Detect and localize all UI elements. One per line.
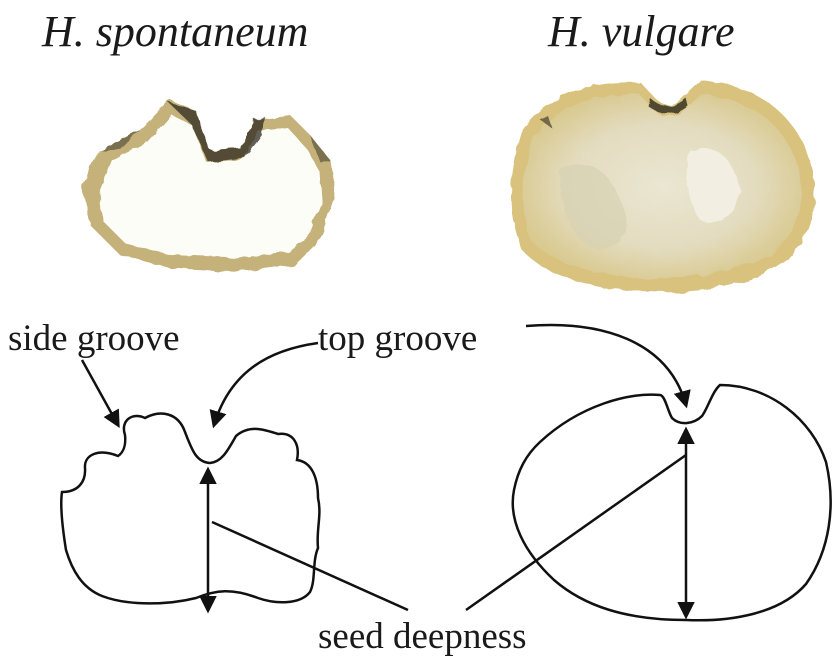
side-groove-label: side groove xyxy=(8,320,180,357)
species-label-right: H. vulgare xyxy=(548,10,735,54)
top-groove-arrow-right xyxy=(526,325,686,405)
vulgare-outline xyxy=(513,385,831,620)
vulgare-photo xyxy=(511,80,815,292)
top-groove-arrow-left xyxy=(214,343,318,425)
species-label-left: H. spontaneum xyxy=(42,10,308,54)
top-groove-label: top groove xyxy=(318,320,477,357)
spontaneum-outline xyxy=(61,414,319,604)
spontaneum-photo xyxy=(82,100,335,272)
deepness-leader-right xyxy=(466,455,686,610)
deepness-leader-left xyxy=(212,522,408,610)
seed-deepness-label: seed deepness xyxy=(318,618,527,655)
side-groove-arrow xyxy=(82,360,118,425)
